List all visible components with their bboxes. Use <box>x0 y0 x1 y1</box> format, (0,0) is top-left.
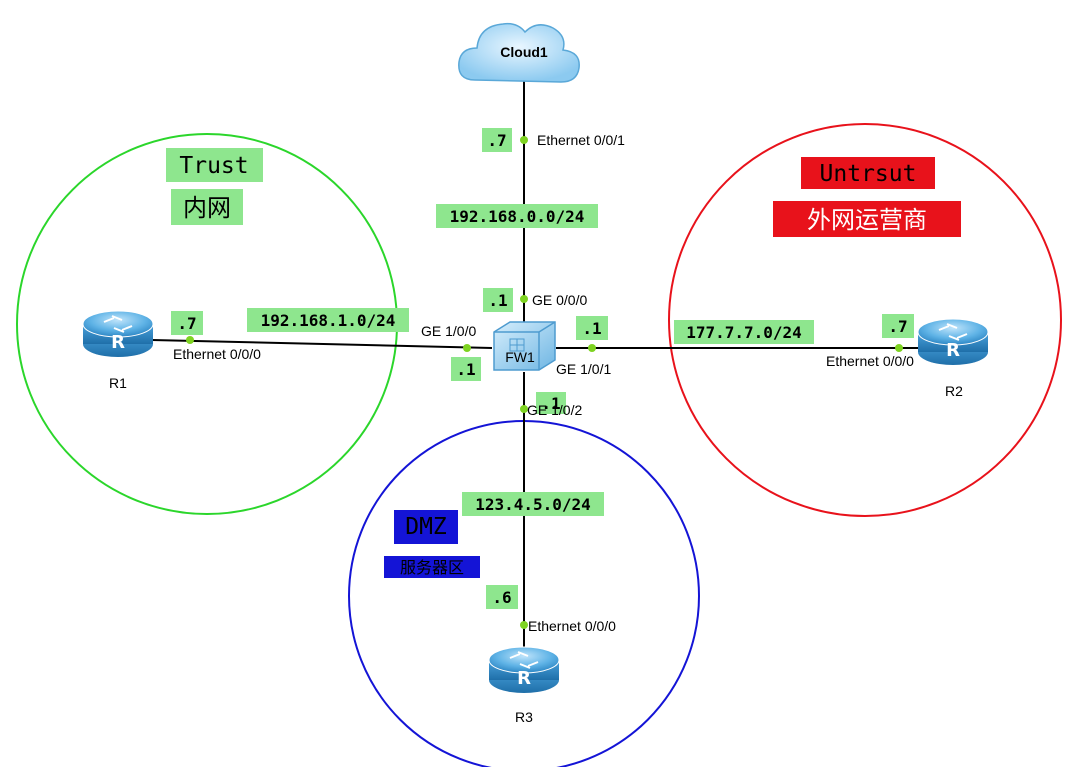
svg-text:177.7.7.0/24: 177.7.7.0/24 <box>686 323 802 342</box>
port-dot-fw-ge102 <box>520 405 528 413</box>
router-icon <box>82 310 154 358</box>
untrust-zone-circle <box>668 123 1062 517</box>
svg-text:Trust: Trust <box>179 153 248 179</box>
cloud1-node[interactable]: Cloud1 <box>458 22 580 83</box>
router-icon <box>488 646 560 694</box>
port-dot-fw-ge000 <box>520 295 528 303</box>
firewall-icon <box>493 321 556 371</box>
svg-text:.7: .7 <box>487 131 506 150</box>
r1-node[interactable]: R1 <box>82 310 154 391</box>
if-label-fw-ge000: GE 0/0/0 <box>532 292 587 308</box>
ip-label-fw-ge102: .1 <box>536 392 566 414</box>
port-dot-r1 <box>186 336 194 344</box>
subnet-label-cloud-fw: 192.168.0.0/24 <box>436 204 598 228</box>
subnet-label-fw-r3: 123.4.5.0/24 <box>462 492 604 516</box>
if-label-r1-eth000: Ethernet 0/0/0 <box>173 346 261 362</box>
dmz-zone-desc: 服务器区 <box>384 556 480 578</box>
trust-zone-desc: 内网 <box>171 189 243 225</box>
r2-label: R2 <box>945 383 963 399</box>
svg-text:.7: .7 <box>177 314 196 333</box>
fw1-node[interactable]: FW1 <box>493 321 556 371</box>
r3-label: R3 <box>515 709 533 725</box>
subnet-label-fw-r2: 177.7.7.0/24 <box>674 320 814 344</box>
svg-text:外网运营商: 外网运营商 <box>807 206 927 234</box>
cloud1-label: Cloud1 <box>500 44 548 60</box>
port-dot-fw-ge101 <box>588 344 596 352</box>
port-dot-r3 <box>520 621 528 629</box>
ip-label-r1: .7 <box>171 311 203 335</box>
if-label-fw-ge102: GE 1/0/2 <box>527 402 582 418</box>
cloud-icon <box>458 22 580 83</box>
svg-text:123.4.5.0/24: 123.4.5.0/24 <box>475 495 591 514</box>
subnet-label-r1-fw: 192.168.1.0/24 <box>247 308 409 332</box>
if-label-r3-eth000: Ethernet 0/0/0 <box>528 618 616 634</box>
svg-text:Untrsut: Untrsut <box>820 161 917 187</box>
if-label-fw-ge101: GE 1/0/1 <box>556 361 611 377</box>
if-label-cloud-eth001: Ethernet 0/0/1 <box>537 132 625 148</box>
svg-text:.6: .6 <box>492 588 511 607</box>
if-label-fw-ge100: GE 1/0/0 <box>421 323 476 339</box>
ip-label-r3: .6 <box>486 585 518 609</box>
svg-text:内网: 内网 <box>183 194 231 222</box>
r2-node[interactable]: R2 <box>917 318 989 399</box>
port-dot-fw-ge100 <box>463 344 471 352</box>
link-r1-fw <box>151 339 493 349</box>
svg-text:.7: .7 <box>888 317 907 336</box>
ip-label-fw-ge000: .1 <box>483 288 513 312</box>
ip-label-r2: .7 <box>882 314 914 338</box>
r3-node[interactable]: R3 <box>488 646 560 725</box>
untrust-zone-title: Untrsut <box>801 157 935 189</box>
port-dot-r2 <box>895 344 903 352</box>
dmz-zone-title: DMZ <box>394 510 458 544</box>
ip-label-fw-ge101: .1 <box>576 316 608 340</box>
ip-label-cloud: .7 <box>482 128 512 152</box>
svg-text:192.168.1.0/24: 192.168.1.0/24 <box>261 311 396 330</box>
svg-text:服务器区: 服务器区 <box>400 558 464 577</box>
ip-label-fw-ge100: .1 <box>451 357 481 381</box>
untrust-zone-desc: 外网运营商 <box>773 201 961 237</box>
svg-text:.1: .1 <box>582 319 601 338</box>
r1-label: R1 <box>109 375 127 391</box>
svg-text:DMZ: DMZ <box>405 514 447 540</box>
if-label-r2-eth000: Ethernet 0/0/0 <box>826 353 914 369</box>
svg-text:.1: .1 <box>541 394 560 413</box>
svg-text:.1: .1 <box>488 291 507 310</box>
svg-text:192.168.0.0/24: 192.168.0.0/24 <box>450 207 585 226</box>
port-dot-cloud <box>520 136 528 144</box>
trust-zone-title: Trust <box>166 148 263 182</box>
fw1-label: FW1 <box>505 349 535 365</box>
svg-text:.1: .1 <box>456 360 475 379</box>
router-icon <box>917 318 989 366</box>
